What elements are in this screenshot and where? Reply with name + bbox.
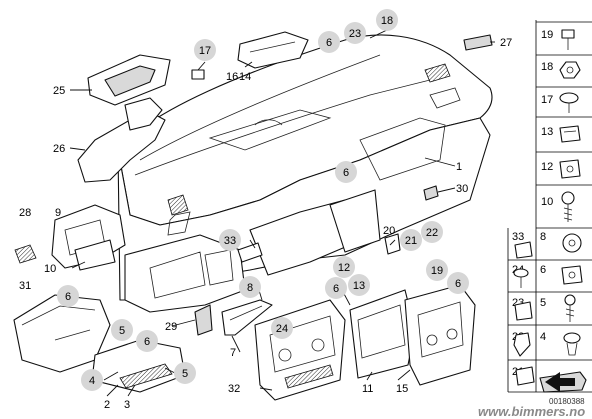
svg-text:17: 17 [199, 45, 211, 57]
label-25: 25 [53, 85, 65, 97]
svg-text:5: 5 [119, 325, 125, 337]
callout-6-top: 6 [318, 31, 340, 53]
svg-text:5: 5 [182, 368, 188, 380]
clip-icon [559, 125, 581, 143]
svg-text:6: 6 [65, 291, 71, 303]
label-28: 28 [19, 207, 31, 219]
callout-19: 19 [426, 259, 448, 281]
expanding-rivet-icon [513, 268, 529, 288]
spring-clip-icon [514, 241, 533, 259]
side-13: 13 [541, 126, 553, 138]
nut-clip-icon [561, 265, 583, 285]
svg-text:19: 19 [431, 265, 443, 277]
label-16: 16 [226, 71, 238, 83]
callout-23: 23 [344, 22, 366, 44]
svg-text:8: 8 [247, 282, 253, 294]
callout-13: 13 [348, 274, 370, 296]
label-2: 2 [104, 399, 110, 411]
arrow-icon [539, 371, 587, 393]
callout-8: 8 [239, 276, 261, 298]
dashboard-illustration [13, 31, 493, 401]
label-1: 1 [456, 161, 462, 173]
label-9: 9 [55, 207, 61, 219]
side-10: 10 [541, 196, 553, 208]
side-17: 17 [541, 94, 553, 106]
callout-6-left: 6 [57, 285, 79, 307]
retainer-icon [515, 366, 535, 386]
plug-icon [513, 332, 531, 357]
label-26: 26 [53, 143, 65, 155]
svg-text:12: 12 [338, 262, 350, 274]
label-3: 3 [124, 399, 130, 411]
svg-text:24: 24 [276, 323, 288, 335]
side-6: 6 [540, 264, 546, 276]
callout-18: 18 [376, 9, 398, 31]
screw-icon [561, 29, 575, 50]
sheet-screw-icon [564, 294, 576, 322]
label-30: 30 [456, 183, 468, 195]
svg-text:22: 22 [426, 227, 438, 239]
svg-text:6: 6 [455, 278, 461, 290]
callout-6-mid: 6 [335, 161, 357, 183]
clamp-icon [514, 301, 533, 321]
callout-21: 21 [400, 229, 422, 251]
side-19: 19 [541, 29, 553, 41]
svg-text:6: 6 [343, 167, 349, 179]
label-32: 32 [228, 383, 240, 395]
callout-33: 33 [219, 229, 241, 251]
label-11: 11 [362, 383, 373, 395]
washer-icon [562, 233, 582, 253]
label-31: 31 [19, 280, 31, 292]
side-33: 33 [512, 231, 524, 243]
bolt-icon [559, 92, 579, 113]
label-14: 14 [239, 71, 251, 83]
self-tapping-screw-icon [561, 191, 575, 222]
callout-5-b: 5 [174, 362, 196, 384]
watermark: www.bimmers.no [478, 404, 585, 419]
label-27: 27 [500, 37, 512, 49]
grommet-icon [563, 332, 581, 356]
side-12: 12 [541, 161, 553, 173]
svg-text:6: 6 [144, 336, 150, 348]
speed-nut-icon [559, 159, 581, 179]
callout-12: 12 [333, 256, 355, 278]
svg-text:33: 33 [224, 235, 236, 247]
label-7: 7 [230, 347, 236, 359]
callout-6-right: 6 [447, 272, 469, 294]
svg-text:13: 13 [353, 280, 365, 292]
svg-text:6: 6 [326, 37, 332, 49]
plain-labels: 16 14 27 25 26 1 30 9 28 10 31 20 7 32 2… [19, 37, 512, 411]
label-29: 29 [165, 321, 177, 333]
label-15: 15 [396, 383, 408, 395]
callout-6-b: 6 [136, 330, 158, 352]
image-id: 00180388 [549, 397, 585, 406]
svg-text:21: 21 [405, 235, 417, 247]
label-10: 10 [44, 263, 56, 275]
callout-17: 17 [194, 39, 216, 61]
callout-22: 22 [421, 221, 443, 243]
callouts: 18 17 6 23 6 33 12 22 21 19 6 8 6 13 6 5… [57, 9, 469, 391]
nut-icon [559, 61, 581, 79]
label-20: 20 [383, 225, 395, 237]
small-parts-panel: 19 18 17 13 12 10 33 8 24 6 23 5 22 4 21 [507, 20, 592, 393]
side-4: 4 [540, 331, 546, 343]
side-8: 8 [540, 231, 546, 243]
svg-text:6: 6 [333, 283, 339, 295]
callout-5-a: 5 [111, 319, 133, 341]
svg-text:23: 23 [349, 28, 361, 40]
side-5: 5 [540, 297, 546, 309]
svg-text:4: 4 [89, 375, 95, 387]
svg-text:18: 18 [381, 15, 393, 27]
side-18: 18 [541, 61, 553, 73]
callout-6-c: 6 [325, 277, 347, 299]
callout-24: 24 [271, 317, 293, 339]
callout-4: 4 [81, 369, 103, 391]
